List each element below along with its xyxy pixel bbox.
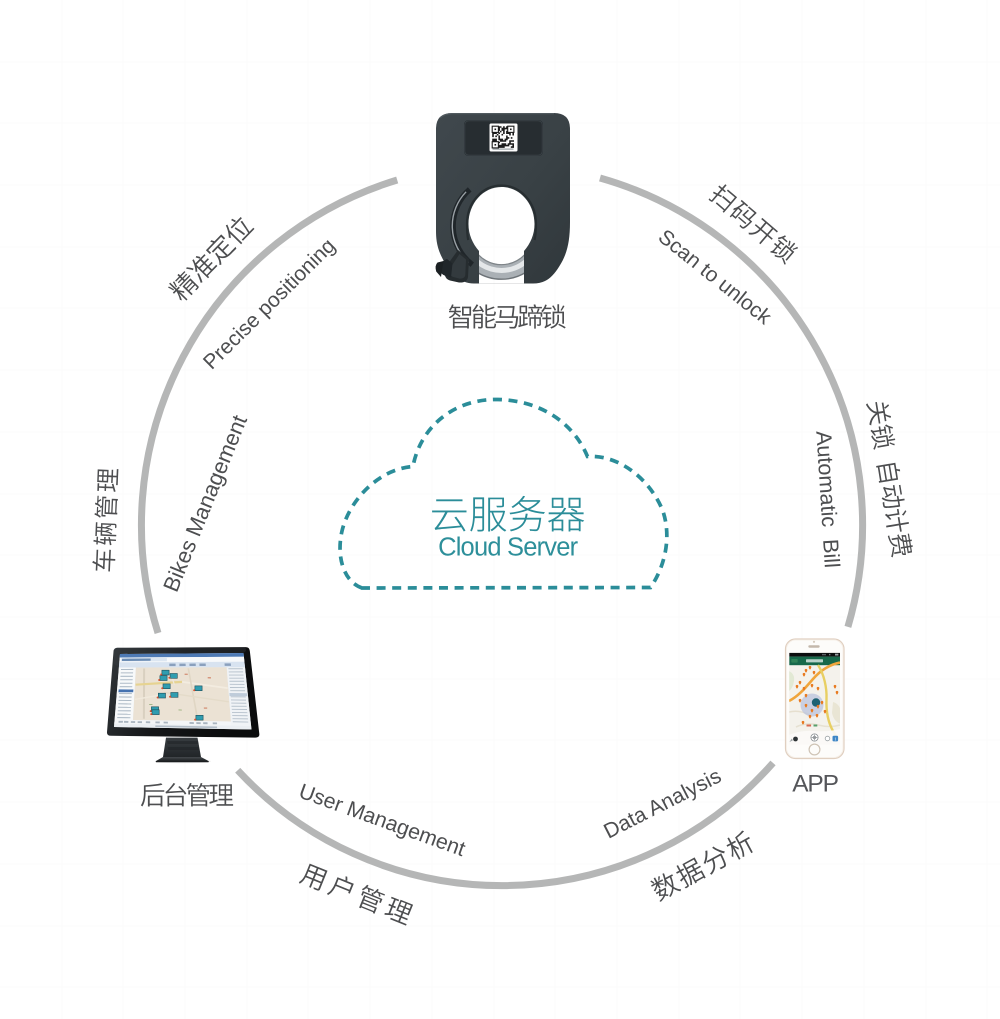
svg-text:Cloud Server: Cloud Server (438, 534, 579, 562)
svg-text:APP: APP (792, 771, 838, 798)
svg-text:i: i (835, 737, 837, 742)
